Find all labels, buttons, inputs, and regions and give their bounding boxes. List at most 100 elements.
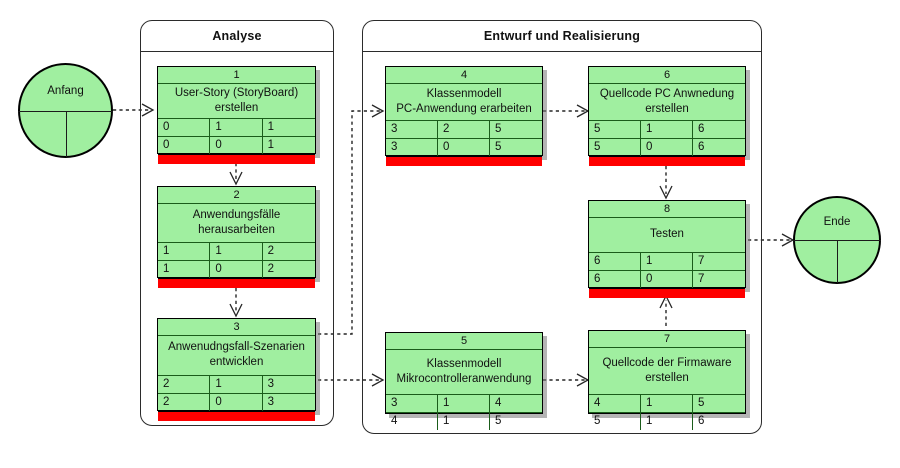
task-node-1-critical-bar bbox=[158, 154, 315, 164]
task-node-1-es: 0 bbox=[158, 119, 211, 136]
task-node-4-es: 3 bbox=[386, 121, 438, 138]
task-node-6-id: 6 bbox=[589, 67, 745, 84]
task-node-6-label: Quellcode PC Anwnedung erstellen bbox=[589, 84, 745, 120]
task-node-3-es: 2 bbox=[158, 376, 211, 393]
task-node-8-label-line-1: Testen bbox=[650, 228, 684, 240]
task-node-2-label-line-2: herausarbeiten bbox=[198, 223, 275, 236]
task-node-4-row-bottom: 3 0 5 bbox=[386, 138, 542, 156]
task-node-5-id: 5 bbox=[386, 333, 542, 350]
task-node-7-row-bottom: 5 1 6 bbox=[589, 412, 745, 430]
task-node-1-lf: 1 bbox=[267, 139, 275, 151]
task-node-3-row-bottom: 2 0 3 bbox=[158, 393, 315, 411]
terminator-divider-vertical bbox=[65, 110, 67, 157]
task-node-1-row-bottom: 0 0 1 bbox=[158, 136, 315, 154]
task-node-2-critical-bar bbox=[158, 278, 315, 288]
task-node-2-es: 1 bbox=[158, 243, 211, 260]
task-node-2-label-line-1: Anwendungsfälle bbox=[192, 208, 281, 221]
task-node-5-ls: 4 bbox=[386, 413, 438, 430]
task-node-3-ls: 2 bbox=[158, 394, 211, 411]
task-node-4-label-line-1: Klassenmodell bbox=[426, 87, 502, 100]
task-node-6-es: 5 bbox=[589, 121, 641, 138]
task-node-4-ef: 5 bbox=[495, 123, 502, 135]
task-node-5-dur: 1 bbox=[438, 395, 490, 412]
task-node-2-ef: 2 bbox=[267, 245, 275, 257]
task-node-8[interactable]: 8 Testen 6 1 7 6 0 7 bbox=[588, 200, 746, 298]
task-node-4-dur: 2 bbox=[438, 121, 490, 138]
panel-entwurf-und-realisierung[interactable]: Entwurf und Realisierung bbox=[362, 20, 762, 434]
task-node-5[interactable]: 5 Klassenmodell Mikrocontrolleranwendung… bbox=[385, 332, 543, 430]
task-node-8-id: 8 bbox=[589, 201, 745, 218]
task-node-1-dur: 1 bbox=[210, 119, 263, 136]
task-node-8-dur: 1 bbox=[641, 253, 693, 270]
task-node-7-ef: 5 bbox=[698, 397, 705, 409]
task-node-4-id: 4 bbox=[386, 67, 542, 84]
task-node-8-label: Testen bbox=[589, 218, 745, 252]
task-node-5-label-line-2: Mikrocontrolleranwendung bbox=[396, 372, 532, 385]
task-node-5-row-bottom: 4 1 5 bbox=[386, 412, 542, 430]
task-node-4-lf: 5 bbox=[495, 141, 502, 153]
task-node-6-row-bottom: 5 0 6 bbox=[589, 138, 745, 156]
task-node-8-es: 6 bbox=[589, 253, 641, 270]
panel-analyse-title: Analyse bbox=[212, 29, 262, 43]
task-node-6-dur: 1 bbox=[641, 121, 693, 138]
task-node-4-float: 0 bbox=[438, 139, 490, 156]
panel-entwurf-rule bbox=[363, 51, 761, 52]
task-node-8-lf: 7 bbox=[698, 273, 705, 285]
task-node-4-row-top: 3 2 5 bbox=[386, 120, 542, 138]
task-node-3-ef: 3 bbox=[267, 378, 275, 390]
task-node-8-float: 0 bbox=[641, 271, 693, 288]
terminator-ende-label: Ende bbox=[823, 216, 851, 229]
task-node-6-critical-bar bbox=[589, 156, 745, 166]
terminator-ende[interactable]: Ende bbox=[793, 196, 881, 284]
task-node-2[interactable]: 2 Anwendungsfälle herausarbeiten 1 1 2 1… bbox=[157, 186, 316, 288]
task-node-7-lf: 6 bbox=[698, 415, 705, 427]
task-node-6-label-line-2: erstellen bbox=[645, 102, 689, 115]
task-node-3[interactable]: 3 Anwenudngsfall-Szenarien entwicklen 2 … bbox=[157, 318, 316, 421]
task-node-3-float: 0 bbox=[210, 394, 263, 411]
task-node-6[interactable]: 6 Quellcode PC Anwnedung erstellen 5 1 6… bbox=[588, 66, 746, 166]
task-node-5-label-line-1: Klassenmodell bbox=[426, 357, 502, 370]
task-node-3-critical-bar bbox=[158, 411, 315, 421]
task-node-6-float: 0 bbox=[641, 139, 693, 156]
task-node-1-ls: 0 bbox=[158, 137, 211, 154]
task-node-6-ls: 5 bbox=[589, 139, 641, 156]
task-node-6-label-line-1: Quellcode PC Anwnedung bbox=[599, 87, 735, 100]
terminator-anfang-label: Anfang bbox=[47, 85, 84, 98]
task-node-6-row-top: 5 1 6 bbox=[589, 120, 745, 138]
task-node-2-lf: 2 bbox=[267, 263, 275, 275]
task-node-5-ef: 4 bbox=[495, 397, 502, 409]
task-node-2-row-bottom: 1 0 2 bbox=[158, 260, 315, 278]
task-node-7-label-line-1: Quellcode der Firmaware bbox=[602, 356, 732, 369]
task-node-2-row-top: 1 1 2 bbox=[158, 242, 315, 260]
task-node-1-float: 0 bbox=[210, 137, 263, 154]
task-node-3-row-top: 2 1 3 bbox=[158, 375, 315, 393]
task-node-3-dur: 1 bbox=[210, 376, 263, 393]
task-node-7-label-line-2: erstellen bbox=[645, 371, 689, 384]
task-node-4[interactable]: 4 Klassenmodell PC-Anwendung erarbeiten … bbox=[385, 66, 543, 166]
task-node-3-label-line-1: Anwenudngsfall-Szenarien bbox=[168, 341, 305, 353]
task-node-1-id: 1 bbox=[158, 67, 315, 84]
terminator-anfang[interactable]: Anfang bbox=[18, 63, 113, 158]
task-node-7-id: 7 bbox=[589, 331, 745, 348]
task-node-4-ls: 3 bbox=[386, 139, 438, 156]
task-node-8-row-top: 6 1 7 bbox=[589, 252, 745, 270]
task-node-3-label-line-2: entwicklen bbox=[209, 356, 264, 368]
task-node-5-label: Klassenmodell Mikrocontrolleranwendung bbox=[386, 350, 542, 394]
task-node-1[interactable]: 1 User-Story (StoryBoard) erstellen 0 1 … bbox=[157, 66, 316, 164]
task-node-2-float: 0 bbox=[210, 261, 263, 278]
task-node-1-row-top: 0 1 1 bbox=[158, 118, 315, 136]
task-node-3-label: Anwenudngsfall-Szenarien entwicklen bbox=[158, 336, 315, 375]
task-node-1-label-line-1: User-Story (StoryBoard) bbox=[174, 86, 299, 99]
task-node-7-row-top: 4 1 5 bbox=[589, 394, 745, 412]
task-node-7-es: 4 bbox=[589, 395, 641, 412]
task-node-8-critical-bar bbox=[589, 288, 745, 298]
panel-entwurf-title: Entwurf und Realisierung bbox=[483, 29, 641, 43]
task-node-7-float: 1 bbox=[641, 413, 693, 430]
task-node-5-row-top: 3 1 4 bbox=[386, 394, 542, 412]
task-node-7[interactable]: 7 Quellcode der Firmaware erstellen 4 1 … bbox=[588, 330, 746, 430]
panel-analyse-rule bbox=[141, 51, 333, 52]
task-node-1-label: User-Story (StoryBoard) erstellen bbox=[158, 84, 315, 118]
panel-analyse[interactable]: Analyse bbox=[140, 20, 334, 426]
task-node-3-id: 3 bbox=[158, 319, 315, 336]
task-node-5-float: 1 bbox=[438, 413, 490, 430]
